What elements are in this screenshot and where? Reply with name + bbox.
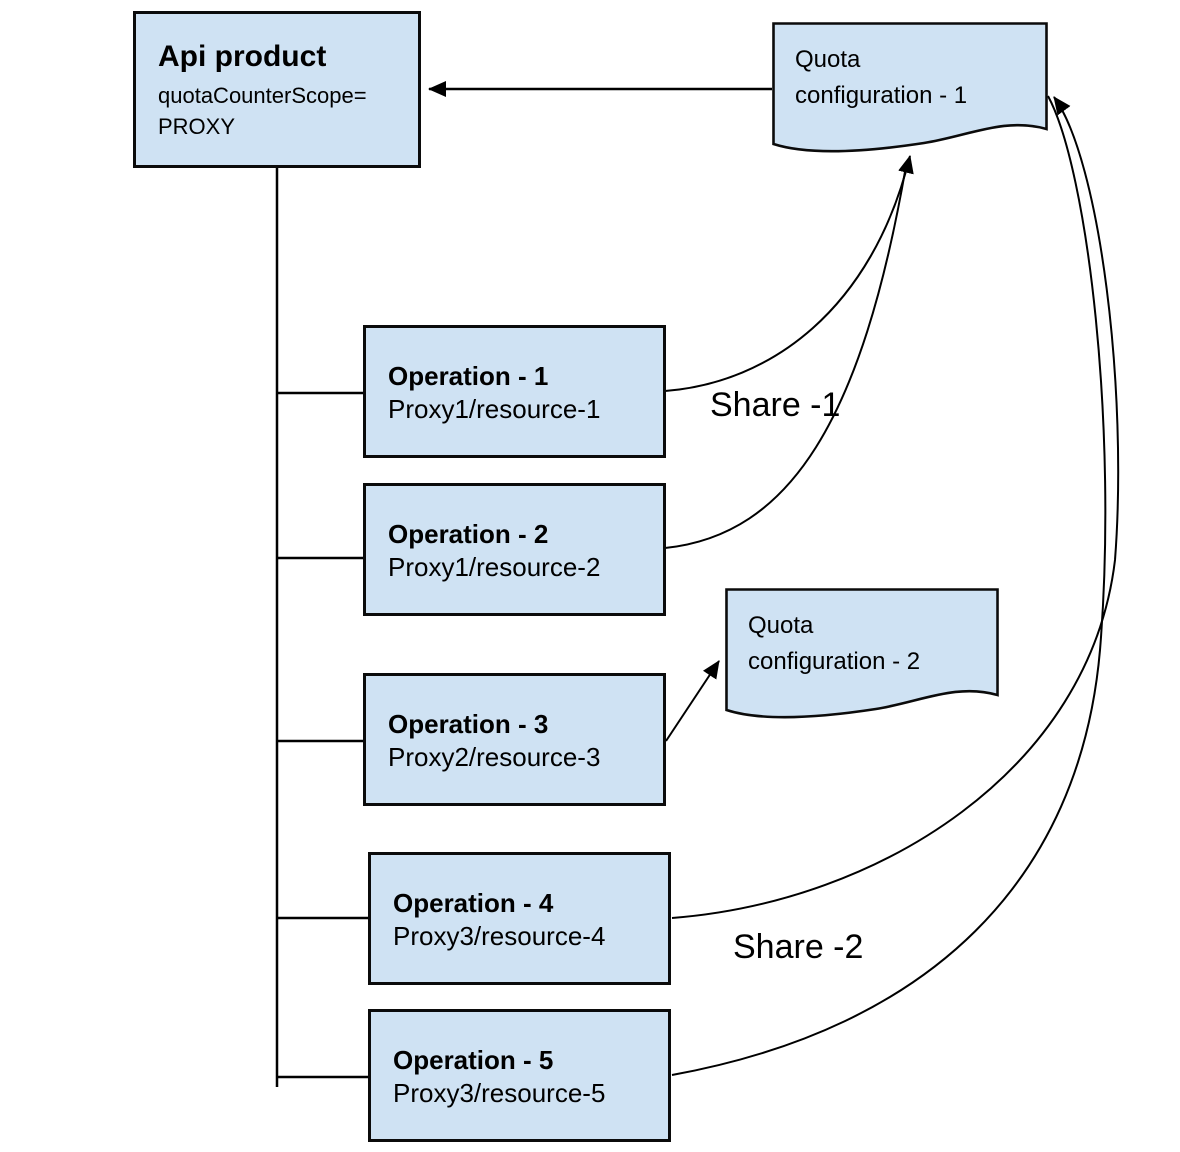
quota-config-2-label-line1: Quota — [748, 612, 814, 639]
operation-5-title: Operation - 5 — [393, 1045, 554, 1075]
operation-4-resource: Proxy3/resource-4 — [393, 921, 606, 951]
edge-op5-to-quota1 — [671, 95, 1107, 1076]
edge-op4-to-quota1 — [671, 96, 1120, 919]
quota-config-1-shape — [772, 22, 1048, 153]
quota-config-2: Quota configuration - 2 — [725, 588, 999, 728]
api-product-scope-value: PROXY — [158, 114, 236, 139]
operation-4-title: Operation - 4 — [393, 888, 554, 918]
operation-2-title: Operation - 2 — [388, 519, 549, 549]
operation-2-resource: Proxy1/resource-2 — [388, 552, 601, 582]
edge-op3-to-quota2 — [665, 660, 720, 742]
quota-config-1: Quota configuration - 1 — [772, 22, 1048, 162]
operation-3-title: Operation - 3 — [388, 709, 549, 739]
operation-1-box: Operation - 1 Proxy1/resource-1 — [363, 325, 666, 458]
operation-4-box: Operation - 4 Proxy3/resource-4 — [368, 852, 671, 985]
operation-5-box: Operation - 5 Proxy3/resource-5 — [368, 1009, 671, 1142]
quota-config-1-label-line1: Quota — [795, 46, 861, 73]
quota-config-2-label-line2: configuration - 2 — [748, 648, 921, 675]
operation-2-box: Operation - 2 Proxy1/resource-2 — [363, 483, 666, 616]
operation-1-title: Operation - 1 — [388, 361, 549, 391]
quota-config-2-label: Quota configuration - 2 — [748, 608, 920, 680]
edge-op2-to-quota1 — [664, 165, 907, 549]
operation-5-resource: Proxy3/resource-5 — [393, 1078, 606, 1108]
operation-1-resource: Proxy1/resource-1 — [388, 394, 601, 424]
share-2-label: Share -2 — [733, 928, 864, 966]
share-1-label: Share -1 — [710, 386, 841, 424]
operation-3-box: Operation - 3 Proxy2/resource-3 — [363, 673, 666, 806]
operation-3-resource: Proxy2/resource-3 — [388, 742, 601, 772]
api-product-title: Api product — [158, 40, 327, 73]
quota-config-2-shape — [725, 588, 999, 719]
quota-config-1-label-line2: configuration - 1 — [795, 82, 968, 109]
api-product-quota-counter-scope: quotaCounterScope= — [158, 83, 367, 108]
edge-op1-to-quota1 — [664, 155, 914, 392]
quota-config-1-label: Quota configuration - 1 — [795, 42, 967, 114]
api-product-box: Api product quotaCounterScope= PROXY — [133, 11, 421, 168]
